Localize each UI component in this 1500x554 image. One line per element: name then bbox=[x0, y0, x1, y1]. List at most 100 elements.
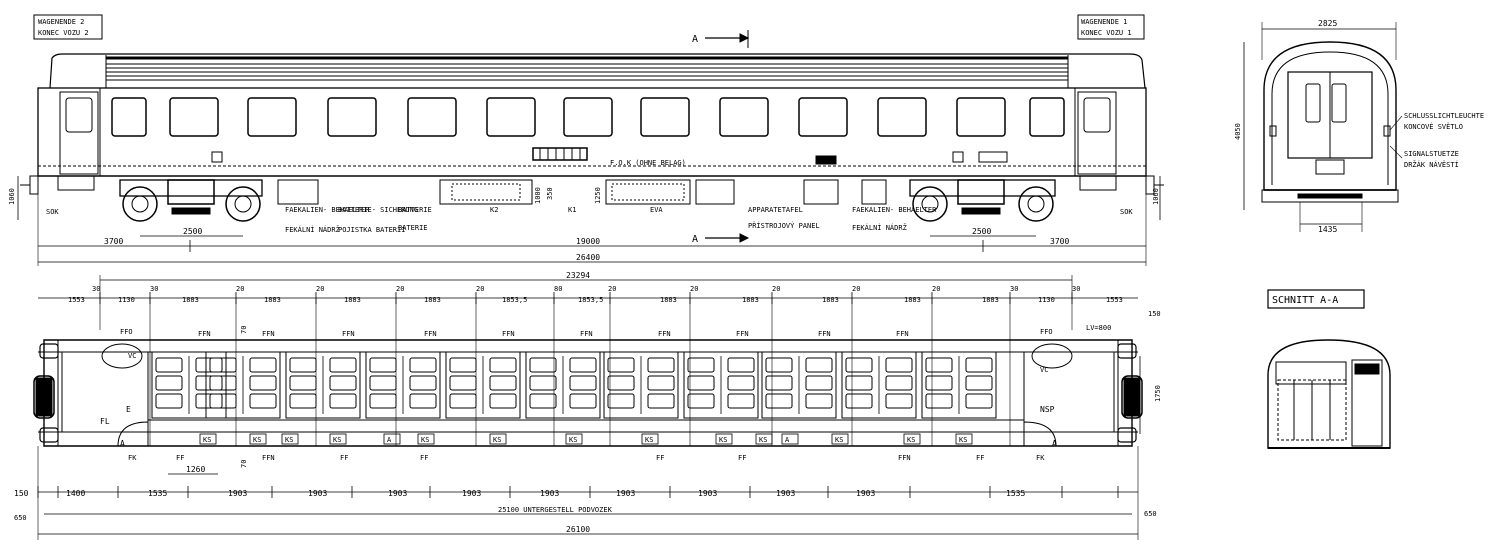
ks-box bbox=[199, 433, 217, 445]
battery-cz: BATERIE bbox=[398, 224, 428, 232]
nsp-label: NSP bbox=[1040, 405, 1055, 414]
seat-bay bbox=[761, 351, 837, 419]
top-dim-5: 20 bbox=[236, 285, 244, 293]
top-dim-8: 1883 bbox=[344, 296, 361, 304]
top-dim-18: 1883 bbox=[742, 296, 759, 304]
underframe-label: 25100 UNTERGESTELL PODVOZEK bbox=[498, 506, 613, 514]
top-dim-27: 30 bbox=[1072, 285, 1080, 293]
signal-de: SIGNALSTUETZE bbox=[1404, 150, 1459, 158]
door-right bbox=[1077, 91, 1117, 175]
side-view: WAGENENDE 2 KONEC VOZU 2 WAGENENDE 1 KON… bbox=[8, 14, 1164, 266]
top-dim-14: 1853,5 bbox=[578, 296, 603, 304]
ks-box bbox=[565, 433, 583, 445]
ks-label: KS bbox=[421, 436, 429, 444]
top-dim-4: 1883 bbox=[182, 296, 199, 304]
top-dim-13: 80 bbox=[554, 285, 562, 293]
top-dim-20: 1883 bbox=[822, 296, 839, 304]
seat-bay bbox=[445, 351, 521, 419]
label-k1: K1 bbox=[568, 206, 576, 214]
seat-bay bbox=[841, 351, 917, 419]
tail-light-cz: KONCOVÉ SVĚTLO bbox=[1404, 122, 1463, 131]
a-left: A bbox=[120, 439, 125, 448]
top-dim-1: 30 bbox=[92, 285, 100, 293]
top-dim-6: 1883 bbox=[264, 296, 281, 304]
dim-1260: 1260 bbox=[186, 465, 205, 474]
ks-box bbox=[715, 433, 733, 445]
bottom-dim-3: 1903 bbox=[228, 489, 247, 498]
top-dim-3: 30 bbox=[150, 285, 158, 293]
ff-label: FF bbox=[340, 454, 348, 462]
end-height-4050: 4050 bbox=[1234, 123, 1242, 140]
end2-label-de: WAGENENDE 2 bbox=[38, 18, 84, 26]
ks-box bbox=[831, 433, 849, 445]
ffn-label: FFN bbox=[262, 330, 275, 338]
ks-label: KS bbox=[645, 436, 653, 444]
bottom-dim-0: 150 bbox=[14, 489, 29, 498]
dim-3700-right: 3700 bbox=[1050, 237, 1069, 246]
sok-left: SOK bbox=[46, 208, 59, 216]
section-view: SCHNITT A-A bbox=[1267, 289, 1391, 449]
label-k2: K2 bbox=[490, 206, 498, 214]
vc-right: VC bbox=[1040, 366, 1048, 374]
ks-label: KS bbox=[253, 436, 261, 444]
top-dim-2: 1130 bbox=[118, 296, 135, 304]
top-dim-21: 20 bbox=[852, 285, 860, 293]
bottom-dim-9: 1903 bbox=[698, 489, 717, 498]
dim-650-left: 650 bbox=[14, 514, 27, 522]
top-dim-7: 20 bbox=[316, 285, 324, 293]
ffn-label: FFN bbox=[736, 330, 749, 338]
ffn-label: FFN bbox=[580, 330, 593, 338]
top-dim-22: 1883 bbox=[904, 296, 921, 304]
dim-150: 150 bbox=[1148, 310, 1161, 318]
ks-box bbox=[781, 433, 799, 445]
ff-label: FF bbox=[420, 454, 428, 462]
dim-bogie-right: 2500 bbox=[972, 227, 991, 236]
ks-label: A bbox=[785, 436, 790, 444]
bottom-dim-12: 1535 bbox=[1006, 489, 1025, 498]
ks-label: KS bbox=[569, 436, 577, 444]
panel-cz: PŘÍSTROJOVÝ PANEL bbox=[748, 221, 820, 230]
top-dim-19: 20 bbox=[772, 285, 780, 293]
top-dim-10: 1883 bbox=[424, 296, 441, 304]
bottom-dim-7: 1903 bbox=[540, 489, 559, 498]
ff-label: FFN bbox=[262, 454, 275, 462]
vc-left: VC bbox=[128, 352, 136, 360]
e-label: E bbox=[126, 405, 131, 414]
fk-right: FK bbox=[1036, 454, 1045, 462]
top-dim-15: 20 bbox=[608, 285, 616, 293]
end-width-1435: 1435 bbox=[1318, 225, 1337, 234]
ffn-label: FFN bbox=[658, 330, 671, 338]
ffn-label: FFN bbox=[198, 330, 211, 338]
ks-label: KS bbox=[285, 436, 293, 444]
top-dim-0: 1553 bbox=[68, 296, 85, 304]
seat-bay bbox=[525, 351, 601, 419]
section-title: SCHNITT A-A bbox=[1272, 295, 1338, 306]
top-dim-16: 1883 bbox=[660, 296, 677, 304]
ks-label: KS bbox=[835, 436, 843, 444]
dim-bogie-left: 2500 bbox=[183, 227, 202, 236]
bottom-dim-1: 1400 bbox=[66, 489, 85, 498]
dim-650-right: 650 bbox=[1144, 510, 1157, 518]
ks-box bbox=[329, 433, 347, 445]
end2-label-box bbox=[33, 14, 103, 40]
plan-view: 23294 1553301130301883201883201883201883… bbox=[14, 271, 1162, 540]
dim-19000: 19000 bbox=[576, 237, 600, 246]
top-dim-9: 20 bbox=[396, 285, 404, 293]
seat-bay bbox=[683, 351, 759, 419]
ks-box bbox=[903, 433, 921, 445]
top-dim-11: 20 bbox=[476, 285, 484, 293]
dim-70-top: 70 bbox=[240, 326, 248, 334]
seat-bay bbox=[365, 351, 441, 419]
fok-label: F.O.K (OHNE BELAG) bbox=[610, 159, 686, 167]
ks-label: KS bbox=[719, 436, 727, 444]
dim-height-left: 1060 bbox=[8, 188, 16, 205]
ks-box bbox=[955, 433, 973, 445]
ks-label: KS bbox=[333, 436, 341, 444]
ffo-right: FFO bbox=[1040, 328, 1053, 336]
ks-label: KS bbox=[759, 436, 767, 444]
ks-label: KS bbox=[203, 436, 211, 444]
signal-cz: DRŽÁK NÁVĚSTÍ bbox=[1404, 160, 1459, 169]
seat-bay bbox=[921, 351, 997, 419]
door-left bbox=[59, 91, 99, 175]
dim-1750: 1750 bbox=[1154, 385, 1162, 402]
